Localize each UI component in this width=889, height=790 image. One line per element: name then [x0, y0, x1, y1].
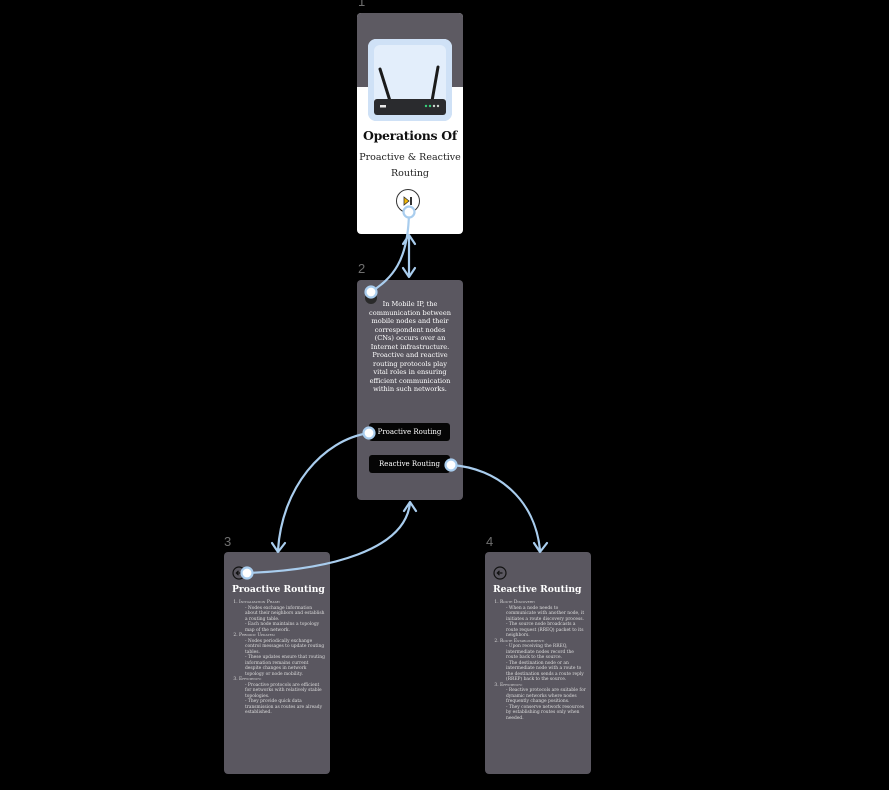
link-2-to-1-arrowhead: [401, 233, 417, 246]
link-handle: [362, 426, 376, 440]
link-handle: [444, 458, 458, 472]
proactive-routing-button[interactable]: Proactive Routing: [369, 423, 450, 441]
section-heading: Route Discovery:: [500, 600, 536, 605]
list-item: Proactive protocols are efficient for ne…: [245, 683, 326, 700]
list-item: Upon receiving the RREQ, intermediate no…: [506, 644, 587, 661]
list-item: These updates ensure that routing inform…: [245, 655, 326, 677]
slide-number-2: 2: [358, 261, 366, 276]
list-item: They provide quick data transmission as …: [245, 699, 326, 716]
list-item: Nodes exchange information about their n…: [245, 606, 326, 623]
reactive-body: Route Discovery: When a node needs to co…: [493, 600, 587, 721]
link-handle: [240, 566, 254, 580]
slide-subtitle: Proactive & Reactive Routing: [359, 152, 461, 179]
list-item: They conserve network resources by estab…: [506, 705, 587, 722]
link-handle: [364, 285, 378, 299]
list-item: The source node broadcasts a route reque…: [506, 622, 587, 639]
slide-title: Operations Of: [363, 128, 457, 143]
list-item: When a node needs to communicate with an…: [506, 606, 587, 623]
intro-text: In Mobile IP, the communication between …: [369, 300, 451, 393]
section-heading: Initialization Phase:: [239, 600, 281, 605]
proactive-body: Initialization Phase: Nodes exchange inf…: [232, 600, 326, 716]
slide-number-4: 4: [486, 534, 494, 549]
slide-number-3: 3: [224, 534, 232, 549]
title-slide-card[interactable]: Operations Of Proactive & Reactive Routi…: [357, 13, 463, 234]
back-arrow-icon[interactable]: [493, 566, 507, 580]
link-handle: [402, 205, 416, 219]
section-heading: Route Establishment:: [500, 638, 545, 644]
link-proactive-arrowhead: [270, 541, 287, 554]
proactive-slide-card[interactable]: Proactive Routing Initialization Phase: …: [224, 552, 330, 774]
link-reactive-arrowhead: [532, 541, 549, 554]
link-proactive: [276, 431, 371, 552]
link-reactive: [449, 463, 542, 552]
list-item: Nodes periodically exchange control mess…: [245, 639, 326, 656]
section-heading: Efficiency:: [500, 682, 523, 688]
reactive-title: Reactive Routing: [493, 584, 582, 595]
reactive-routing-button[interactable]: Reactive Routing: [369, 455, 450, 473]
link-2-to-1: [369, 211, 411, 294]
list-item: Each node maintains a topology map of th…: [245, 622, 326, 633]
list-item: Reactive protocols are suitable for dyna…: [506, 688, 587, 705]
section-heading: Periodic Updates:: [239, 633, 276, 638]
link-back-3-arrowhead: [402, 500, 418, 513]
play-pause-icon[interactable]: [396, 189, 420, 213]
list-item: The destination node or an intermediate …: [506, 661, 587, 683]
slide-number-1: 1: [358, 0, 366, 9]
proactive-title: Proactive Routing: [232, 584, 325, 595]
reactive-slide-card[interactable]: Reactive Routing Route Discovery: When a…: [485, 552, 591, 774]
link-back-3: [245, 501, 412, 575]
router-icon: [368, 39, 452, 121]
link-1-to-2-arrowhead: [401, 266, 417, 279]
section-heading: Efficiency:: [239, 677, 262, 682]
